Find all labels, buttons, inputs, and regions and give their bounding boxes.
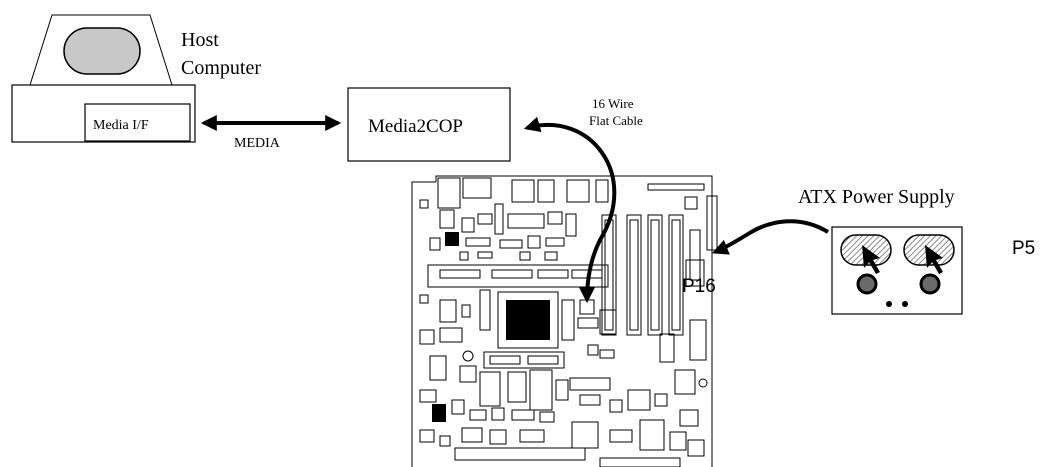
monitor-screen-icon: [63, 27, 141, 75]
cursor-arrow-icon: [925, 245, 943, 274]
flat-cable: 16 Wire Flat Cable: [523, 96, 643, 304]
psu-dot: [886, 301, 892, 307]
io-connectors: [437, 177, 718, 251]
host-title-line1: Host: [181, 29, 219, 51]
memory-slots-row: [427, 264, 609, 288]
p5-label: P5: [1012, 238, 1035, 259]
motherboard: P16: [411, 175, 718, 467]
host-computer: Media I/F Host Computer: [11, 14, 261, 143]
cable-label-line1: 16 Wire: [592, 96, 634, 111]
psu-label: ATX Power Supply: [798, 186, 955, 208]
adapter-box: [347, 87, 511, 162]
psu-dot: [902, 301, 908, 307]
adapter-label: Media2COP: [368, 116, 463, 137]
media-link-label: MEDIA: [234, 136, 281, 151]
media-interface-box: [84, 103, 191, 142]
cpu: [479, 289, 575, 349]
power-cable-arrow: [712, 219, 830, 255]
board-edge-left: [411, 181, 436, 467]
atx-power-supply: ATX Power Supply: [798, 186, 963, 315]
host-title-line2: Computer: [181, 57, 261, 79]
p16-connector: P16: [682, 259, 716, 297]
cable-label-line2: Flat Cable: [589, 113, 643, 128]
components-middle: [419, 294, 707, 363]
media-link: MEDIA: [200, 115, 342, 151]
lower-connectors: [419, 350, 708, 467]
components-upper: [419, 199, 577, 261]
expansion-slots: [601, 214, 701, 336]
media-interface-label: Media I/F: [93, 118, 149, 133]
cable-double-arrow: [523, 116, 617, 304]
cursor-arrow-icon: [862, 245, 880, 274]
board-edge-top-right: [435, 175, 713, 467]
psu-knob-right: [919, 273, 941, 295]
p16-label: P16: [682, 276, 716, 297]
psu-knob-left: [856, 273, 878, 295]
media2cop-adapter: Media2COP: [347, 87, 511, 162]
